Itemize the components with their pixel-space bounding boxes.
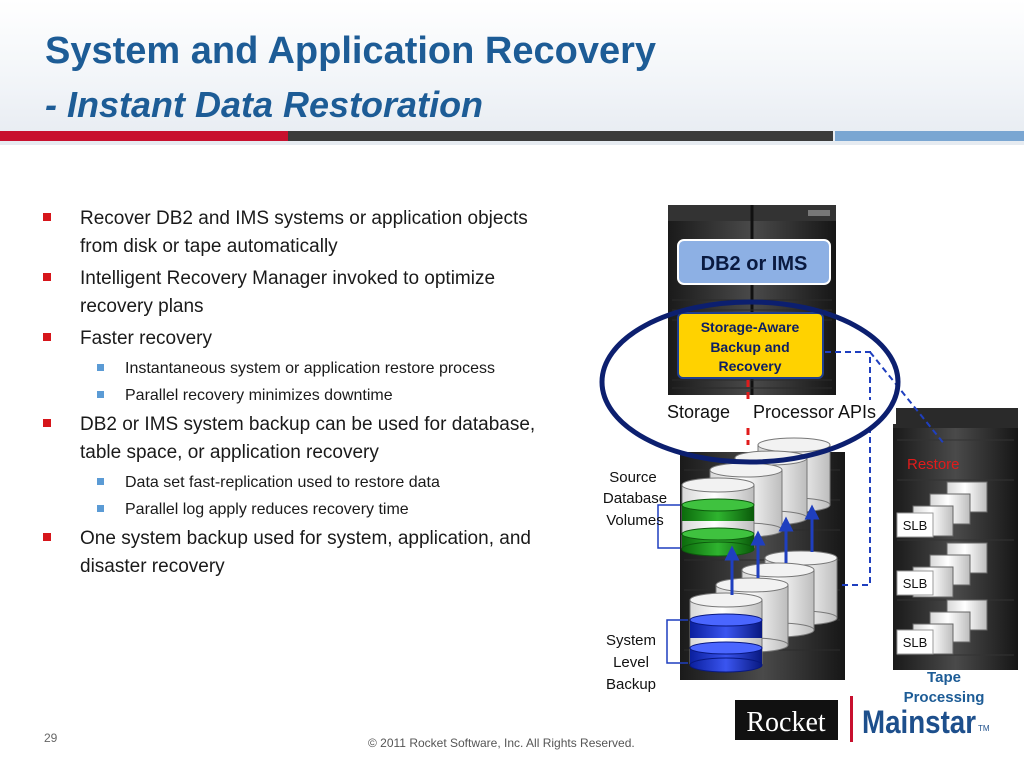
page-number: 29 [44,731,58,745]
logo-divider [850,696,853,742]
slb-tag [896,512,934,538]
bullet-item: Faster recovery [40,325,560,353]
storage-aware-box [677,312,824,379]
database-volume-cylinder-green [681,477,755,557]
slb-label-line2: Level [613,654,649,671]
rocket-logo: Rocket [735,700,838,740]
source-label-line2: Database [603,490,667,507]
sub-bullet-marker [97,505,104,512]
slb-tag-text: SLB [903,576,928,591]
storage-aware-line1: Storage-Aware [701,319,800,335]
slide-subtitle: - Instant Data Restoration [45,84,484,125]
backup-bracket [666,619,688,664]
tape-label-line2: Processing [904,689,985,706]
storage-aware-line3: Recovery [718,358,781,374]
title-bar-blue [835,131,1024,141]
api-label-background [664,400,896,424]
trademark-text: TM [978,724,990,733]
sub-bullet-marker [97,391,104,398]
title-bar-red [0,131,288,141]
sub-bullet-item: Data set fast-replication used to restor… [40,471,560,494]
highlight-ellipse [599,299,901,465]
db2-ims-box [677,239,831,285]
slb-label-line3: Backup [606,676,656,693]
slb-tag [896,570,934,596]
storage-label: Storage [667,402,730,422]
rocket-logo-text: Rocket [746,707,826,738]
db2-ims-label: DB2 or IMS [701,253,808,275]
bullet-marker [43,273,51,281]
slb-tag-text: SLB [903,518,928,533]
sub-bullet-marker [97,478,104,485]
copyright-notice: © 2011 Rocket Software, Inc. All Rights … [368,736,635,750]
backup-volume-cylinder-blue [689,592,763,673]
bullet-item: Recover DB2 and IMS systems or applicati… [40,205,560,261]
slb-tag [896,629,934,655]
bullet-marker [43,533,51,541]
title-banner [0,0,1024,145]
slb-label-line1: System [606,632,656,649]
sub-bullet-marker [97,364,104,371]
dashed-connectors [825,351,946,586]
bullet-item: One system backup used for system, appli… [40,525,560,581]
bullet-item: DB2 or IMS system backup can be used for… [40,411,560,467]
tape-cartridge-stack [912,481,988,655]
tape-label-line1: Tape [927,669,961,686]
source-label-line3: Volumes [606,512,664,529]
slb-tag-text: SLB [903,635,928,650]
bullet-marker [43,213,51,221]
bullet-item: Intelligent Recovery Manager invoked to … [40,265,560,321]
sub-bullet-item: Parallel log apply reduces recovery time [40,498,560,521]
source-bracket [657,504,680,549]
bullet-marker [43,419,51,427]
bullet-marker [43,333,51,341]
backup-volume-stack [689,550,838,673]
processor-apis-label: Processor APIs [753,402,876,422]
restore-label: Restore [907,456,960,473]
storage-aware-line2: Backup and [710,339,789,355]
title-bar-dark [288,131,833,141]
slide-title: System and Application Recovery [45,30,657,72]
backup-arrows [724,504,820,595]
sub-bullet-item: Instantaneous system or application rest… [40,357,560,380]
mainstar-logo: Mainstar TM [862,704,990,740]
source-label-line1: Source [609,469,657,486]
sub-bullet-item: Parallel recovery minimizes downtime [40,384,560,407]
bullet-list: Recover DB2 and IMS systems or applicati… [40,205,560,585]
mainstar-logo-text: Mainstar [862,704,976,740]
